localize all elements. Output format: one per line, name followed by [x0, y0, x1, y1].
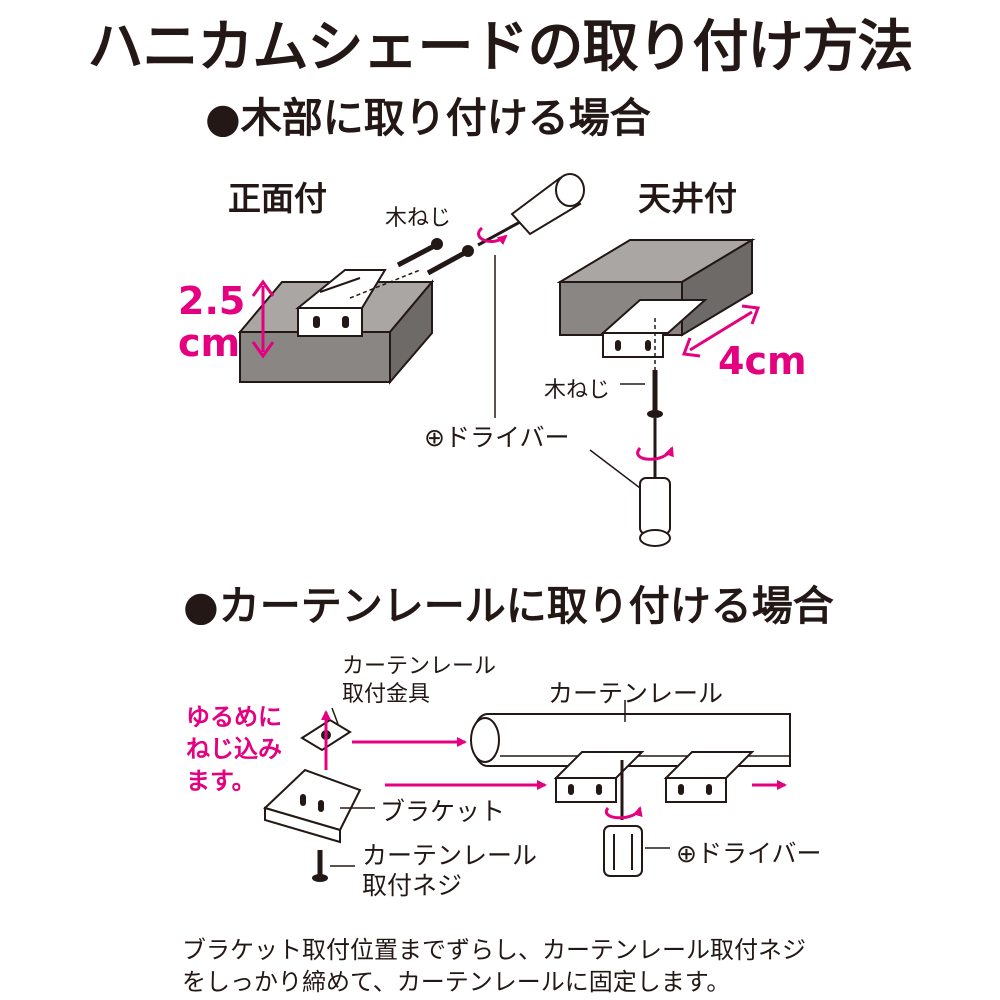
rail-screw	[312, 850, 328, 882]
ceiling-wood-screw	[647, 370, 663, 418]
loose-note-line3: ます。	[186, 767, 256, 795]
attached-bracket-2	[663, 751, 755, 803]
fitting-label-line2: 取付金具	[342, 682, 431, 707]
page-title: ハニカムシェードの取り付け方法	[87, 15, 914, 80]
footer-instruction-line1: ブラケット取付位置までずらし、カーテンレール取付ネジ	[182, 936, 806, 964]
rail-screw-label-line2: 取付ネジ	[362, 871, 463, 900]
fitting-label-line1: カーテンレール	[342, 654, 497, 679]
ceiling-wood-block	[556, 238, 756, 337]
front-wood-block	[237, 279, 435, 385]
front-screwdriver	[477, 173, 585, 247]
ceiling-width-label: 4cm	[718, 339, 807, 383]
front-bracket	[295, 269, 387, 337]
exploded-bracket	[263, 768, 362, 844]
rail-screwdriver	[603, 760, 643, 877]
ceiling-mount-title: 天井付	[638, 179, 737, 218]
depth-dimension-arrow	[251, 279, 275, 359]
driver-label: ⊕ドライバー	[424, 423, 570, 452]
ceiling-driver-leader-line	[589, 449, 641, 489]
ceiling-rotation-arrow	[636, 446, 674, 461]
ceiling-mount-illustration	[556, 238, 761, 547]
rail-label: カーテンレール	[548, 679, 724, 708]
rail-screw-label-line1: カーテンレール	[362, 841, 538, 870]
loose-note-line1: ゆるめに	[186, 703, 282, 731]
ceiling-width-dimension-arrow	[681, 304, 761, 358]
ceiling-bracket	[600, 299, 708, 358]
front-screw-label: 木ねじ	[385, 206, 452, 231]
screw-guide-dashes	[349, 269, 421, 299]
bracket-label: ブラケット	[380, 797, 506, 826]
depth-unit: cm	[178, 321, 241, 365]
ceiling-screwdriver	[639, 418, 671, 547]
loose-note-line2: ねじ込み	[186, 735, 282, 763]
rail-rotation-arrow	[604, 806, 643, 820]
ceiling-screw-label: 木ねじ	[544, 378, 611, 403]
curtain-rail-illustration	[263, 700, 791, 882]
rail-driver-label: ⊕ドライバー	[676, 839, 822, 868]
section-heading-wood: ●木部に取り付ける場合	[205, 94, 651, 142]
fitting-leader-line	[331, 707, 339, 725]
rotation-arrow	[477, 226, 508, 245]
front-mount-illustration	[237, 173, 585, 418]
section-heading-rail: ●カーテンレールに取り付ける場合	[183, 582, 834, 630]
front-wood-screws	[396, 238, 474, 276]
depth-value: 2.5	[178, 279, 246, 323]
front-mount-title: 正面付	[228, 179, 327, 218]
footer-instruction-line2: をしっかり締めて、カーテンレールに固定します。	[182, 968, 731, 996]
